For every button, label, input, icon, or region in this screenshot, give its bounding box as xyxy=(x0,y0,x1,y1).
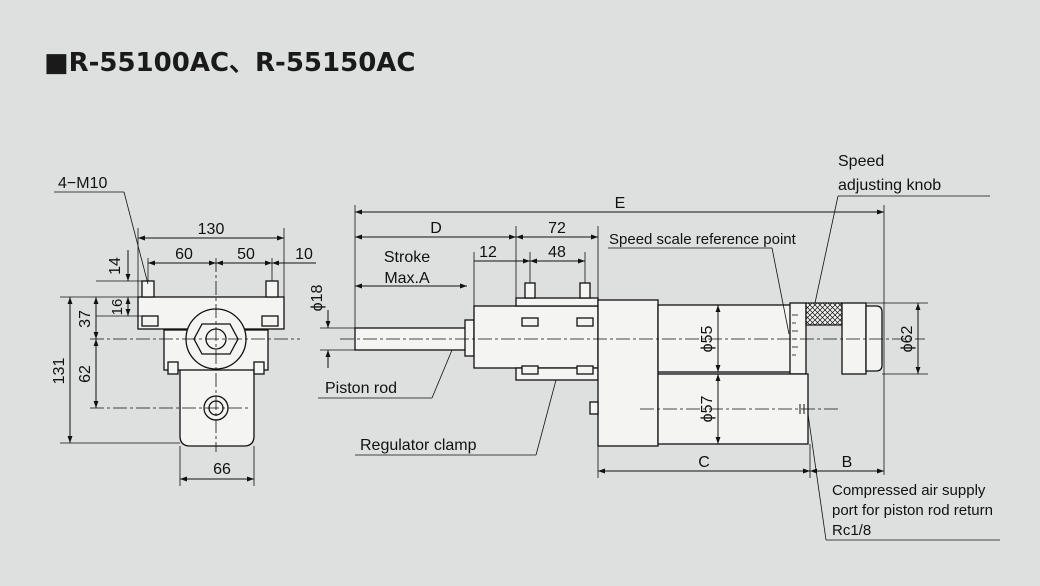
dim-48: 48 xyxy=(548,244,566,261)
piston-rod-label: Piston rod xyxy=(325,380,397,397)
speed-scale-reference-label: Speed scale reference point xyxy=(609,231,797,248)
dim-B: B xyxy=(842,454,853,471)
side-view xyxy=(318,195,1000,541)
dim-phi18: ϕ18 xyxy=(309,285,326,312)
speed-knob-label-2: adjusting knob xyxy=(838,177,941,194)
dim-12: 12 xyxy=(479,244,497,261)
dim-131: 131 xyxy=(51,358,68,385)
regulator-clamp-label: Regulator clamp xyxy=(360,437,477,454)
dim-E: E xyxy=(615,195,626,212)
speed-knob-label-1: Speed xyxy=(838,153,884,170)
m10-label: 4−M10 xyxy=(58,175,107,192)
dim-62: 62 xyxy=(77,365,94,383)
air-port-label-1: Compressed air supply xyxy=(832,482,986,499)
dim-D: D xyxy=(430,220,442,237)
dim-phi62: ϕ62 xyxy=(899,326,916,353)
dim-C: C xyxy=(698,454,710,471)
dim-60: 60 xyxy=(175,246,193,263)
dim-130: 130 xyxy=(198,221,225,238)
stroke-label-2: Max.A xyxy=(384,270,430,287)
stroke-label-1: Stroke xyxy=(384,249,430,266)
dim-10: 10 xyxy=(295,246,313,263)
air-port-label-3: Rc1/8 xyxy=(832,522,871,539)
air-port-label-2: port for piston rod return xyxy=(832,502,993,519)
dim-phi57: ϕ57 xyxy=(699,396,716,423)
dim-72: 72 xyxy=(548,220,566,237)
dim-37: 37 xyxy=(77,310,94,328)
end-view xyxy=(54,191,316,486)
dim-phi55: ϕ55 xyxy=(699,326,716,353)
dim-50: 50 xyxy=(237,246,255,263)
dim-14: 14 xyxy=(107,257,124,275)
dim-66: 66 xyxy=(213,461,231,478)
dim-16: 16 xyxy=(109,299,126,316)
page-title: ■R-55100AC、R-55150AC xyxy=(44,48,416,78)
